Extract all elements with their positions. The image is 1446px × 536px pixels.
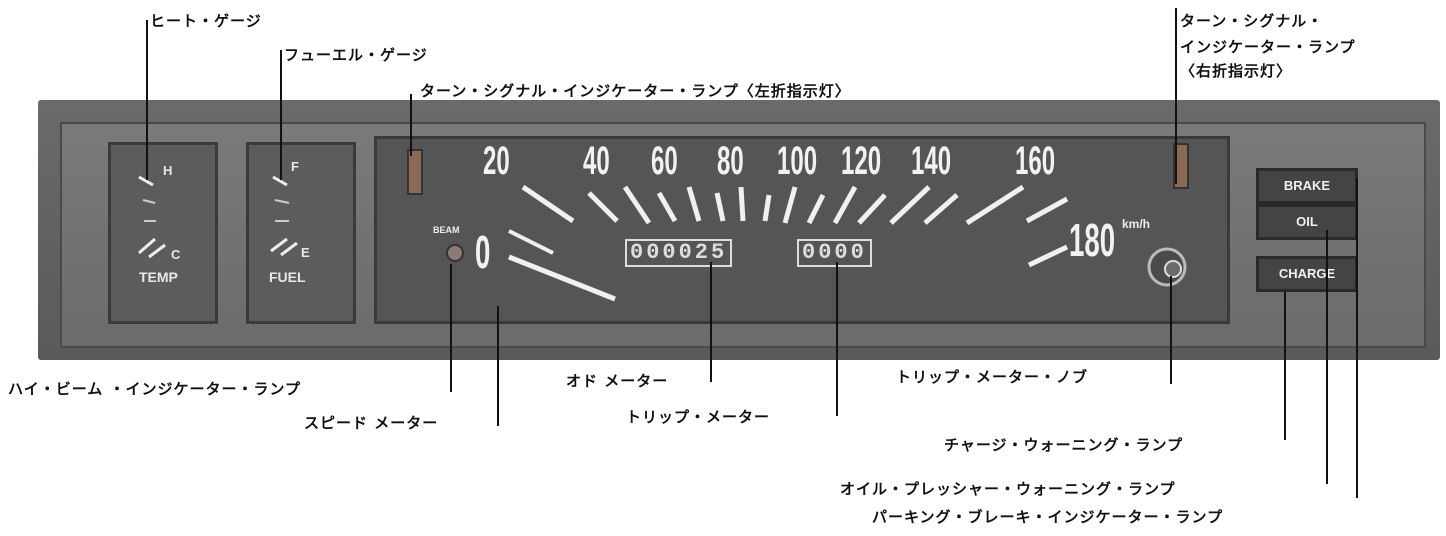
beam-label: BEAM (433, 225, 460, 235)
speed-label-80: 80 (717, 139, 744, 183)
fuel-gauge: F E FUEL (246, 142, 356, 324)
callout-turn-right-1: ターン・シグナル・ (1180, 12, 1324, 30)
temp-label: TEMP (139, 269, 178, 285)
callout-turn-right-2: インジケーター・ランプ (1180, 38, 1356, 56)
oil-lamp: OIL (1256, 204, 1358, 240)
trip-meter-display: 0000 (797, 239, 872, 267)
leader-odometer (710, 262, 712, 382)
leader-trip-meter (836, 262, 838, 416)
leader-heat-gauge (146, 20, 148, 180)
leader-oil (1326, 230, 1328, 484)
fuel-gauge-scale (270, 175, 298, 257)
callout-high-beam: ハイ・ビーム ・インジケーター・ランプ (8, 380, 302, 398)
leader-high-beam (450, 264, 452, 392)
leader-turn-right (1175, 8, 1177, 184)
speed-label-120: 120 (841, 139, 882, 183)
fuel-low-label: E (301, 245, 310, 260)
leader-turn-left (410, 94, 412, 156)
callout-speedometer: スピード メーター (304, 414, 439, 432)
speed-label-140: 140 (911, 139, 952, 183)
speed-ticks (446, 184, 1187, 302)
speed-label-100: 100 (777, 139, 818, 183)
callout-odometer: オド メーター (566, 372, 669, 390)
callout-parking-brake: パーキング・ブレーキ・インジケーター・ランプ (872, 508, 1224, 526)
speed-label-180: 180 (1069, 214, 1116, 266)
brake-lamp: BRAKE (1256, 168, 1358, 204)
temp-gauge-scale (138, 175, 166, 259)
callout-trip-knob: トリップ・メーター・ノブ (896, 368, 1089, 386)
callout-charge: チャージ・ウォーニング・ランプ (944, 436, 1184, 454)
callout-turn-right-3: 〈右折指示灯〉 (1180, 62, 1293, 80)
callout-oil: オイル・プレッシャー・ウォーニング・ランプ (840, 480, 1176, 498)
turn-signal-right-lamp (1173, 143, 1189, 189)
odometer-display: 000025 (625, 239, 733, 267)
leader-speedometer (497, 306, 499, 426)
speed-label-20: 20 (483, 139, 510, 183)
temp-gauge: H C TEMP (108, 142, 218, 324)
speed-label-160: 160 (1015, 139, 1056, 183)
callout-turn-left: ターン・シグナル・インジケーター・ランプ〈左折指示灯〉 (420, 82, 851, 100)
speed-unit: km/h (1122, 217, 1151, 231)
fuel-label: FUEL (269, 269, 306, 285)
leader-fuel-gauge (280, 50, 282, 180)
callout-trip-meter: トリップ・メーター (626, 408, 771, 426)
charge-lamp: CHARGE (1256, 256, 1358, 292)
leader-trip-knob (1170, 276, 1172, 384)
temp-high-label: H (163, 163, 173, 178)
turn-signal-left-lamp (407, 149, 423, 195)
temp-low-label: C (171, 247, 181, 262)
leader-brake (1356, 178, 1358, 498)
speed-label-40: 40 (583, 139, 610, 183)
speedometer: 20 40 60 80 100 120 140 160 0 180 km/h B… (374, 136, 1230, 324)
leader-charge (1284, 292, 1286, 440)
speed-label-60: 60 (651, 139, 678, 183)
speed-label-0: 0 (475, 226, 491, 278)
callout-heat-gauge: ヒート・ゲージ (150, 12, 262, 30)
fuel-high-label: F (291, 159, 299, 174)
callout-fuel-gauge: フューエル・ゲージ (284, 46, 428, 64)
